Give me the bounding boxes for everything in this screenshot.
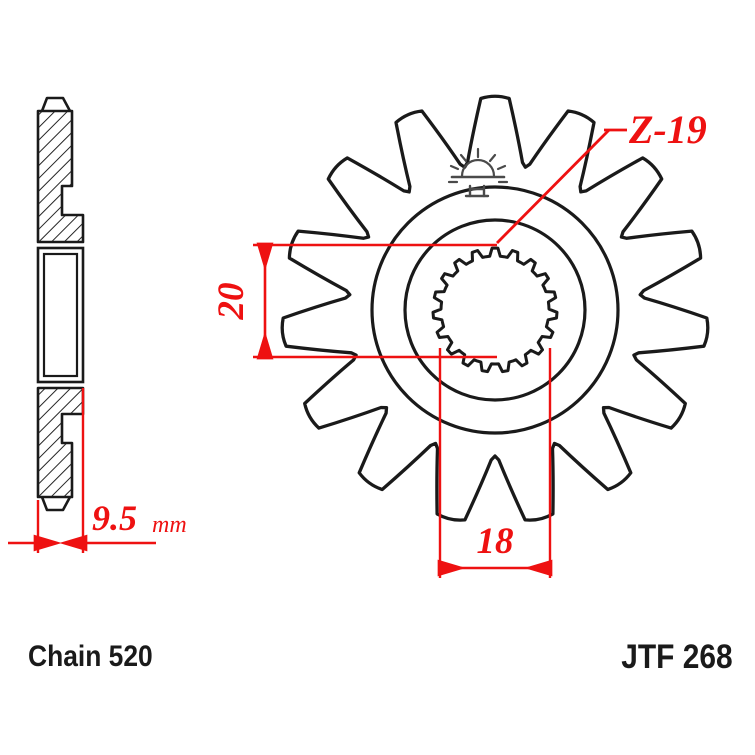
- chain-caption: Chain 520: [28, 640, 153, 673]
- section-upper-hatched-body: [36, 109, 85, 244]
- spline-label-leader-group: [496, 128, 627, 244]
- thickness-unit-text: mm: [152, 512, 187, 538]
- logo-jt-letters: [468, 184, 486, 198]
- part-number-caption: JTF 268: [621, 638, 733, 676]
- bore-width-value-text: 18: [477, 521, 514, 562]
- thickness-dimension-group: [8, 388, 156, 553]
- section-center-web: [36, 246, 85, 384]
- logo-sun-arc: [460, 158, 496, 178]
- logo-ray-upper-left: [459, 153, 468, 163]
- spline-bore-profile: [431, 246, 559, 374]
- logo-ray-right: [496, 164, 507, 171]
- bore-height-value-text: 20: [211, 283, 252, 321]
- center-web-inner-outline: [42, 252, 79, 378]
- lower-section-hatch: [36, 386, 85, 499]
- spline-bore-group: [431, 246, 559, 374]
- lower-tooth-tip: [40, 496, 72, 512]
- bore-height-dimension-group: [253, 242, 497, 360]
- spline-label-text: Z-19: [628, 107, 707, 152]
- sprocket-face-view-group: [280, 94, 710, 522]
- jt-sunrise-logo: [447, 147, 509, 198]
- spline-leader-line: [496, 129, 610, 244]
- sprocket-inner-body-circle: [403, 218, 587, 402]
- thickness-value-text: 9.5: [92, 498, 137, 538]
- upper-section-hatch: [36, 109, 85, 244]
- logo-ray-left: [449, 164, 460, 171]
- logo-ray-upper-right: [488, 153, 497, 163]
- sprocket-outer-body-circle: [370, 185, 620, 435]
- section-view-group: [36, 96, 85, 512]
- bore-width-dimension-group: [437, 348, 553, 578]
- upper-tooth-tip: [40, 96, 72, 112]
